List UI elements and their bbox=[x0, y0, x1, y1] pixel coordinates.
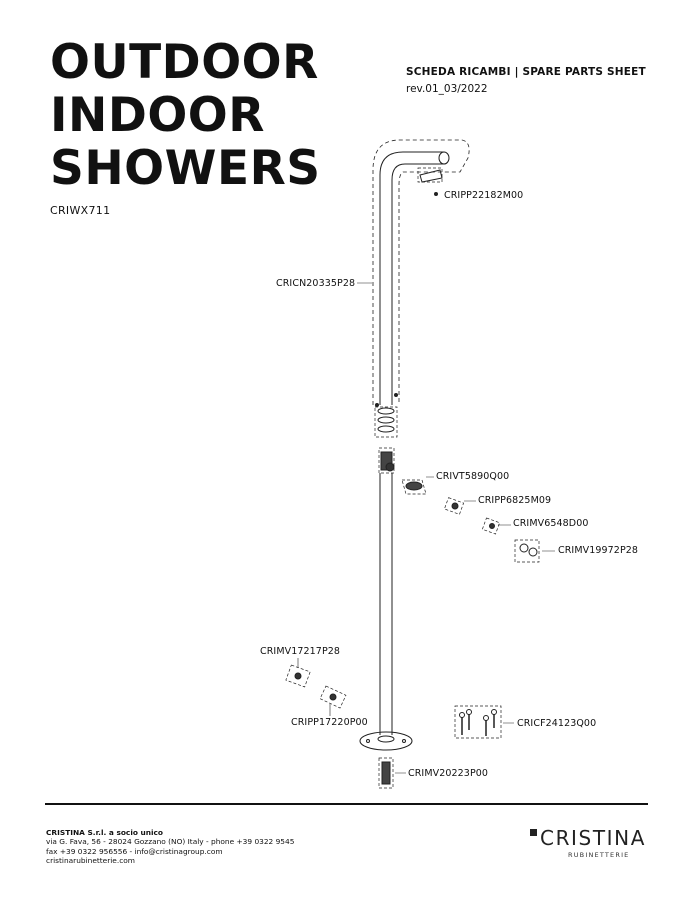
part-label-crimv20223p00: CRIMV20223P00 bbox=[408, 768, 489, 779]
title-line-1: OUTDOOR bbox=[50, 35, 319, 90]
brand-subtitle: RUBINETTERIE bbox=[568, 851, 630, 859]
brand-logo: CRISTINA bbox=[530, 826, 646, 850]
part-label-cripp22182m00: CRIPP22182M00 bbox=[444, 190, 524, 201]
brand-name: CRISTINA bbox=[540, 826, 647, 850]
shower-arm bbox=[379, 151, 444, 405]
part-label-crivt5890q00: CRIVT5890Q00 bbox=[436, 471, 510, 482]
part-label-cripp6825m09: CRIPP6825M09 bbox=[478, 495, 552, 506]
revision: rev.01_03/2022 bbox=[406, 83, 488, 95]
part-label-cripp17220p00: CRIPP17220P00 bbox=[291, 717, 368, 728]
base-plate bbox=[359, 731, 413, 751]
footer-divider bbox=[45, 803, 648, 805]
part-cripp22182m00-drawing bbox=[419, 169, 443, 183]
part-label-crimv6548d00: CRIMV6548D00 bbox=[513, 518, 589, 529]
company-name: CRISTINA S.r.l. a socio unico bbox=[46, 828, 164, 837]
part-label-cricf24123q00: CRICF24123Q00 bbox=[517, 718, 597, 729]
company-address: via G. Fava, 56 - 28024 Gozzano (NO) Ita… bbox=[46, 837, 295, 847]
part-label-crimv19972p28: CRIMV19972P28 bbox=[558, 545, 639, 556]
title-line-3: SHOWERS bbox=[50, 141, 321, 196]
document-title: OUTDOOR INDOOR SHOWERS bbox=[50, 36, 321, 195]
part-label-cricn20335p28: CRICN20335P28 bbox=[276, 278, 356, 289]
arm-outlet bbox=[438, 151, 450, 165]
company-contact: fax +39 0322 956556 - info@cristinagroup… bbox=[46, 846, 223, 856]
model-code: CRIWX711 bbox=[50, 204, 111, 217]
company-info: CRISTINA S.r.l. a socio unico via G. Fav… bbox=[46, 828, 294, 866]
leader-lines bbox=[297, 282, 555, 774]
main-column bbox=[379, 473, 393, 735]
logo-square-icon bbox=[530, 829, 537, 836]
part-label-crimv17217p28: CRIMV17217P28 bbox=[260, 646, 341, 657]
company-website: cristinarubinetterie.com bbox=[46, 856, 135, 866]
title-line-2: INDOOR bbox=[50, 88, 265, 143]
arm-outline bbox=[372, 139, 470, 405]
sheet-title: SCHEDA RICAMBI | SPARE PARTS SHEET bbox=[406, 66, 646, 78]
